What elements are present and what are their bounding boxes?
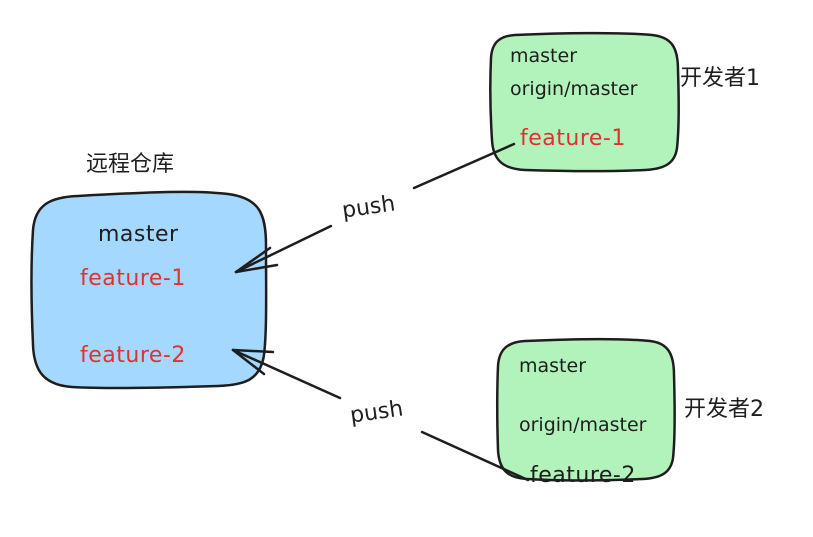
dev1-branch-master: master <box>510 45 578 67</box>
dev1-branch-feature-1: feature-1 <box>520 126 626 151</box>
dev1-branch-origin-master: origin/master <box>510 78 638 100</box>
dev1-title: 开发者1 <box>680 66 760 91</box>
remote-branch-master: master <box>98 222 179 247</box>
remote-repo-box <box>30 190 268 390</box>
push-arrow-1 <box>234 142 516 274</box>
dev2-branch-feature-2: feature-2 <box>530 463 636 488</box>
dev2-branch-origin-master: origin/master <box>519 414 647 436</box>
dev2-box <box>496 337 676 482</box>
remote-branch-feature-1: feature-1 <box>80 266 186 291</box>
dev1-box <box>489 31 680 173</box>
remote-repo-title: 远程仓库 <box>86 152 175 177</box>
dev2-branch-master: master <box>519 355 587 377</box>
push-arrow-2 <box>231 348 530 482</box>
dev2-title: 开发者2 <box>684 397 764 422</box>
remote-branch-feature-2: feature-2 <box>80 343 186 368</box>
